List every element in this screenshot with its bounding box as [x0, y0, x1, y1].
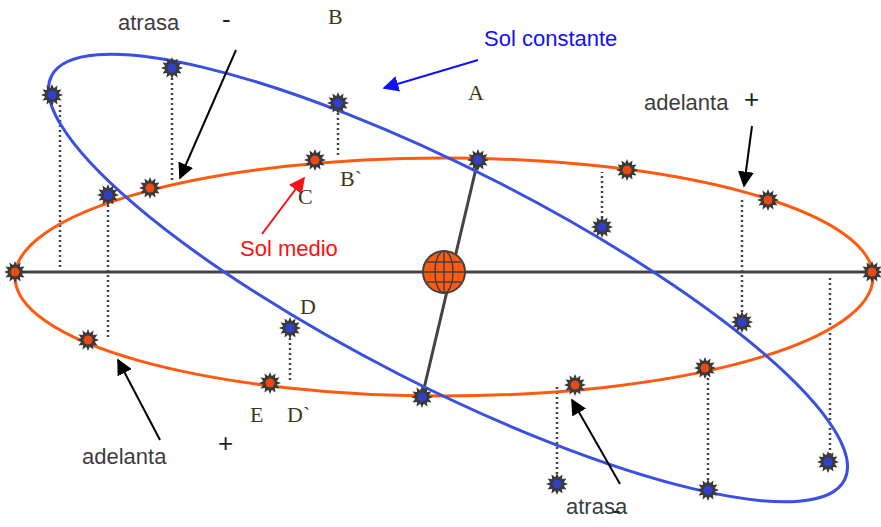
- sun-symbol: [697, 479, 719, 501]
- sun-core: [571, 381, 580, 390]
- sign-text: +: [218, 430, 233, 456]
- point-letter: C: [298, 186, 313, 208]
- sun-symbol: [861, 261, 881, 283]
- sun-symbol: [757, 189, 779, 211]
- leader-arrow: [384, 60, 478, 88]
- leader-arrows: [118, 50, 752, 484]
- sun-rays: [259, 372, 281, 394]
- sun-symbol: [616, 159, 638, 181]
- sun-rays: [757, 189, 779, 211]
- sun-core: [868, 268, 877, 277]
- sign-text: -: [612, 497, 621, 523]
- point-letter: B: [328, 6, 343, 28]
- sun-rays: [817, 451, 839, 473]
- label-text: Sol constante: [484, 28, 617, 50]
- sun-symbol: [731, 311, 753, 333]
- leader-arrow: [180, 50, 236, 178]
- sun-rays: [4, 261, 26, 283]
- sun-core: [598, 223, 607, 232]
- sign-text: -: [222, 6, 231, 32]
- label-text: atrasa: [118, 12, 179, 34]
- sun-rays: [564, 374, 586, 396]
- sun-core: [474, 156, 483, 165]
- sun-core: [84, 336, 93, 345]
- sun-rays: [77, 329, 99, 351]
- label-text: adelanta: [644, 92, 728, 114]
- point-letter: B`: [340, 168, 362, 190]
- point-letter: D: [300, 296, 316, 318]
- sun-core: [48, 91, 57, 100]
- sun-rays: [694, 357, 716, 379]
- sun-rays: [161, 57, 183, 79]
- sun-core: [104, 191, 113, 200]
- sun-core: [623, 166, 632, 175]
- sun-rays: [731, 311, 753, 333]
- sun-symbol: [564, 374, 586, 396]
- sun-rays: [279, 317, 301, 339]
- sun-rays: [467, 149, 489, 171]
- sun-core: [334, 99, 343, 108]
- sun-rays: [327, 92, 349, 114]
- sun-symbol: [411, 386, 433, 408]
- sun-rays: [591, 216, 613, 238]
- sun-core: [824, 458, 833, 467]
- sun-symbol: [41, 84, 63, 106]
- point-letter: A: [468, 82, 484, 104]
- leader-arrow: [744, 126, 752, 186]
- sun-core: [168, 64, 177, 73]
- sun-core: [764, 196, 773, 205]
- sun-rays: [697, 479, 719, 501]
- leader-arrow: [118, 360, 160, 440]
- sun-symbol: [161, 57, 183, 79]
- sun-core: [266, 379, 275, 388]
- sun-core: [311, 156, 320, 165]
- sun-rays: [41, 84, 63, 106]
- sun-rays: [411, 386, 433, 408]
- sun-symbols: [4, 57, 881, 501]
- sun-symbol: [279, 317, 301, 339]
- sun-symbol: [327, 92, 349, 114]
- sun-symbol: [546, 473, 568, 495]
- leader-arrow: [262, 178, 304, 234]
- sun-core: [701, 364, 710, 373]
- sun-core: [11, 268, 20, 277]
- dotted-projections: [60, 78, 830, 480]
- sun-symbol: [467, 149, 489, 171]
- sun-rays: [616, 159, 638, 181]
- point-letter: E: [250, 404, 263, 426]
- sun-core: [286, 324, 295, 333]
- sun-symbol: [77, 329, 99, 351]
- label-text: Sol medio: [240, 238, 338, 260]
- sun-symbol: [97, 184, 119, 206]
- sun-symbol: [259, 372, 281, 394]
- point-letter: D`: [287, 404, 310, 426]
- sun-core: [704, 486, 713, 495]
- sun-symbol: [817, 451, 839, 473]
- earth-symbol: [423, 251, 465, 293]
- sun-symbol: [139, 177, 161, 199]
- sun-rays: [861, 261, 881, 283]
- sun-core: [553, 480, 562, 489]
- sun-rays: [97, 184, 119, 206]
- sign-text: +: [744, 86, 759, 112]
- leader-arrow: [572, 400, 620, 484]
- mean-sun-orbit: [15, 158, 873, 396]
- nodes-axis: [422, 160, 478, 397]
- sun-rays: [139, 177, 161, 199]
- sun-core: [146, 184, 155, 193]
- label-text: adelanta: [82, 446, 166, 468]
- sun-core: [738, 318, 747, 327]
- sun-symbol: [694, 357, 716, 379]
- sun-core: [418, 393, 427, 402]
- sun-rays: [546, 473, 568, 495]
- sun-symbol: [591, 216, 613, 238]
- sun-rays: [304, 149, 326, 171]
- sun-symbol: [304, 149, 326, 171]
- sun-symbol: [4, 261, 26, 283]
